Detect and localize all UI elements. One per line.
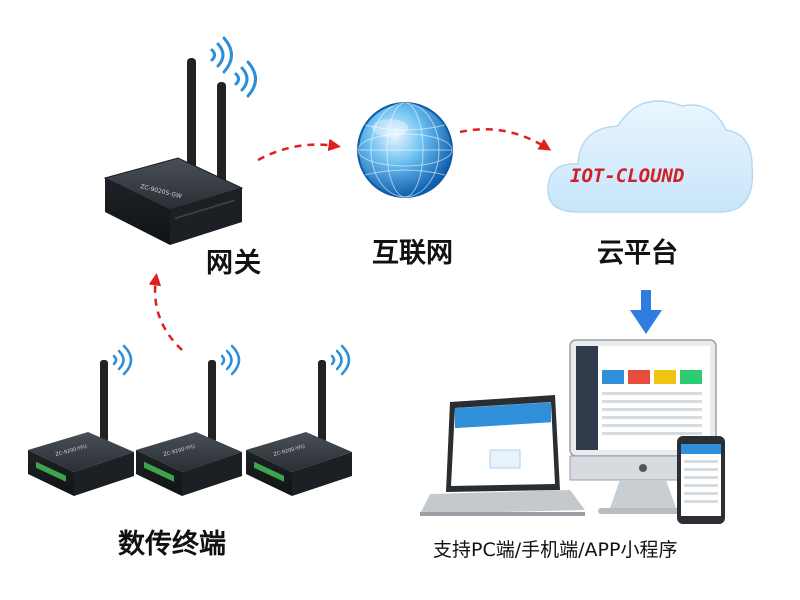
wifi-icon xyxy=(330,344,351,376)
gateway-antenna-left xyxy=(187,58,196,183)
terminal-device: ZC-9200-YFU xyxy=(136,344,242,496)
terminal-device: ZC-9200-YFU xyxy=(246,344,352,496)
arrow-terminals-to-gateway xyxy=(148,273,183,351)
smartphone-icon xyxy=(677,436,725,524)
wifi-icon xyxy=(234,60,257,98)
laptop-icon xyxy=(420,395,585,516)
internet-globe xyxy=(357,102,453,198)
gateway-device: ZC-9020S-GW xyxy=(103,36,257,245)
wifi-icon xyxy=(112,344,133,376)
internet-label: 互联网 xyxy=(372,238,453,269)
terminals-label: 数传终端 xyxy=(118,528,226,560)
wifi-icon xyxy=(210,36,233,74)
cloud-label: 云平台 xyxy=(597,237,678,269)
arrow-gateway-to-internet xyxy=(257,138,341,162)
arrow-cloud-to-clients xyxy=(630,290,662,334)
gateway-antenna-right xyxy=(217,82,226,187)
gateway-label: 网关 xyxy=(206,248,262,279)
arrow-internet-to-cloud xyxy=(459,127,552,151)
cloud-text: IOT-CLOUND xyxy=(570,165,684,187)
desktop-monitor-icon xyxy=(569,339,717,514)
clients-caption: 支持PC端/手机端/APP小程序 xyxy=(433,539,677,561)
wifi-icon xyxy=(220,344,241,376)
cloud-platform-icon xyxy=(547,100,754,213)
terminal-device: ZC-9200-YFU xyxy=(28,344,134,496)
